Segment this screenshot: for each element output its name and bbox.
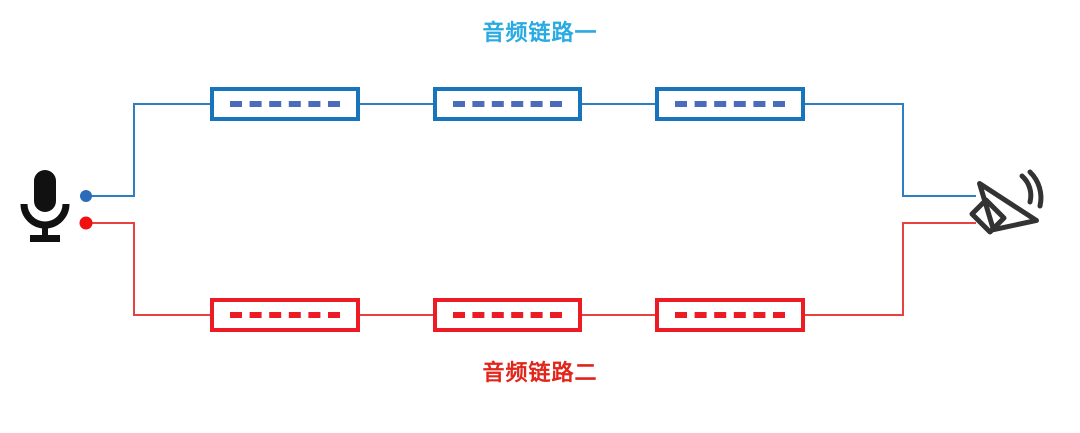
bottom-chain-node-2[interactable] (433, 298, 582, 332)
blue-port-dot (80, 190, 92, 202)
node-dash-line (229, 312, 341, 318)
blue-wire-sink-segment (803, 103, 976, 197)
node-dash-line (674, 101, 786, 107)
node-dash-line (229, 101, 341, 107)
bottom-chain-label: 音频链路二 (482, 360, 598, 385)
top-chain-node-3[interactable] (655, 87, 805, 121)
microphone-icon (20, 170, 70, 242)
top-chain-label: 音频链路一 (482, 20, 598, 45)
node-dash-line (452, 312, 563, 318)
speaker-icon (969, 169, 1044, 235)
red-port-dot (79, 216, 93, 230)
bottom-chain-node-1[interactable] (210, 298, 360, 332)
node-dash-line (452, 101, 563, 107)
top-chain-node-1[interactable] (210, 87, 360, 121)
red-wire-sink-segment (803, 222, 976, 316)
node-dash-line (674, 312, 786, 318)
bottom-chain-node-3[interactable] (655, 298, 805, 332)
top-chain-node-2[interactable] (433, 87, 582, 121)
blue-wire-source-segment (88, 103, 212, 197)
red-wire-source-segment (88, 222, 212, 316)
